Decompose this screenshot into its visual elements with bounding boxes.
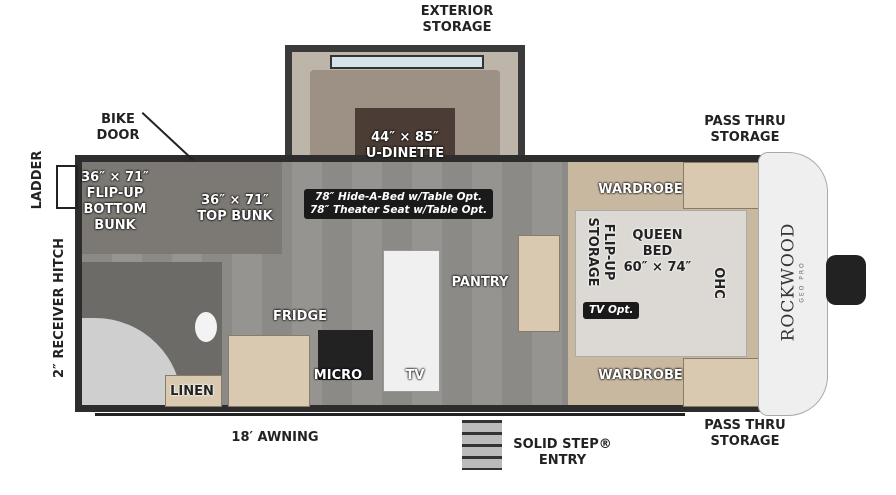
- logo: ROCKWOOD GEO PRO: [779, 223, 806, 342]
- ohc-label: OHC: [711, 267, 726, 299]
- tv-label: TV: [405, 368, 425, 383]
- label-line: 44″ × 85″: [371, 130, 439, 145]
- wardrobe-top-label: WARDROBE: [598, 182, 683, 197]
- label-line: DOOR: [96, 128, 140, 143]
- entry-steps: [462, 420, 502, 470]
- label-line: 60″ × 74″: [623, 260, 692, 275]
- linen-label: LINEN: [170, 384, 214, 399]
- pantry-label: PANTRY: [451, 275, 509, 290]
- label-line: STORAGE: [422, 20, 492, 35]
- label-line: U-DINETTE: [365, 146, 445, 161]
- ladder: [56, 165, 78, 209]
- label-line: BUNK: [94, 218, 136, 233]
- label-line: STORAGE: [710, 130, 780, 145]
- label-line: PASS THRU: [704, 418, 786, 433]
- label-line: STORAGE: [585, 217, 600, 287]
- pantry-cabinet: [518, 235, 560, 332]
- label-line: BED: [642, 244, 673, 259]
- kitchen-island: [383, 250, 440, 392]
- logo-brand: ROCKWOOD: [778, 222, 799, 342]
- label-line: FLIP-UP: [86, 186, 144, 201]
- label-line: BOTTOM: [83, 202, 147, 217]
- label-line: 78″ Theater Seat w/Table Opt.: [310, 204, 488, 216]
- window: [330, 55, 484, 69]
- label-line: FLIP-UP: [601, 223, 616, 281]
- dinette-options-label: 78″ Hide-A-Bed w/Table Opt.78″ Theater S…: [304, 189, 494, 219]
- bunk-area: [82, 162, 282, 254]
- toilet: [195, 312, 217, 342]
- stove: [318, 330, 373, 380]
- label-line: SOLID STEP®: [513, 437, 612, 452]
- wardrobe-top-cabinet: [683, 162, 760, 209]
- linen-cabinet: [165, 375, 222, 407]
- hitch: [826, 255, 866, 305]
- label-line: 36″ × 71″: [81, 170, 149, 185]
- label-line: PASS THRU: [704, 114, 786, 129]
- wardrobe-bottom-label: WARDROBE: [598, 368, 683, 383]
- tv-opt-label: TV Opt.: [583, 302, 640, 319]
- label-line: 36″ × 71″: [201, 193, 269, 208]
- awning-label: 18′ AWNING: [231, 430, 319, 445]
- label-line: ENTRY: [538, 453, 587, 468]
- ladder-label: LADDER: [30, 150, 45, 210]
- label-line: TOP BUNK: [197, 209, 273, 224]
- label-line: STORAGE: [710, 434, 780, 449]
- label-line: QUEEN: [632, 228, 683, 243]
- awning-line: [95, 413, 685, 416]
- logo-model: GEO PRO: [798, 261, 806, 303]
- label-line: 78″ Hide-A-Bed w/Table Opt.: [315, 191, 483, 203]
- receiver-hitch-label: 2″ RECEIVER HITCH: [52, 237, 67, 379]
- label-line: BIKE: [101, 112, 135, 127]
- queen-bed: [575, 210, 747, 357]
- label-line: EXTERIOR: [420, 4, 494, 19]
- top-bunk-label: 36″ × 71″TOP BUNK: [190, 193, 280, 225]
- entry-label: SOLID STEP®ENTRY: [505, 437, 620, 469]
- fridge-label: FRIDGE: [272, 309, 328, 324]
- wardrobe-bottom-cabinet: [683, 358, 760, 407]
- micro-label: MICRO: [313, 368, 363, 383]
- dinette-label: 44″ × 85″U-DINETTE: [355, 130, 455, 162]
- kitchen-counter: [228, 335, 310, 407]
